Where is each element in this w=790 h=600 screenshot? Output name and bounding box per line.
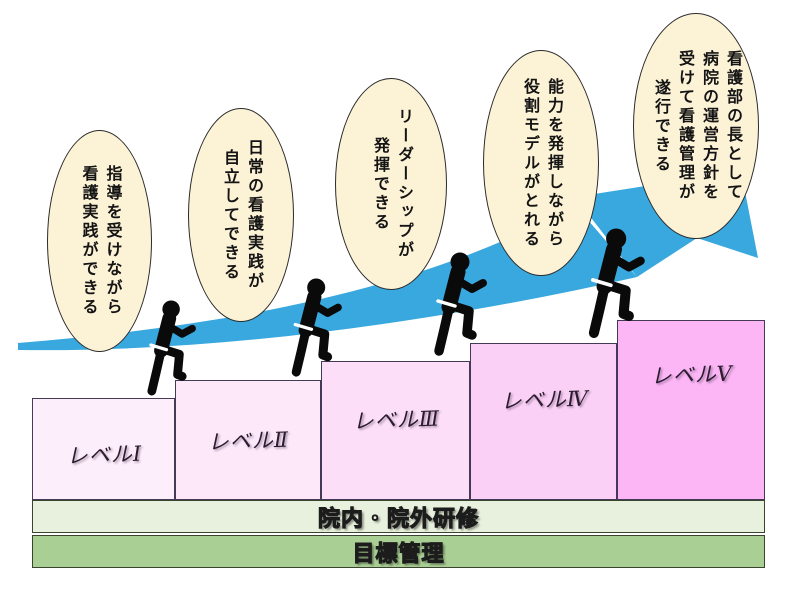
climbing-person-icon [295,278,338,372]
goal-management-bar: 目標管理 [32,535,765,568]
level-5-bubble: 看護部の長として 病院の運営方針を 受けて看護管理が 遂行できる [633,13,759,239]
climbing-person-icon [593,229,641,333]
step-level-3: レベルⅢ [321,361,470,500]
step-level-1: レベルⅠ [32,398,175,500]
step-level-5: レベルⅤ [617,320,765,500]
climbing-person-icon [151,300,192,391]
level-3-description: リーダーシップが 発揮できる [371,108,412,260]
level-4-bubble: 能力を発揮しながら 役割モデルがとれる [483,50,599,276]
step-level-3-label: レベルⅢ [352,406,441,434]
climbing-person-icon [438,253,483,352]
level-4-description: 能力を発揮しながら 役割モデルがとれる [521,77,562,249]
training-bar-label: 院内・院外研修 [317,505,479,531]
goal-management-bar-label: 目標管理 [352,540,445,566]
step-level-4: レベルⅣ [470,343,617,500]
step-level-5-label: レベルⅤ [650,361,734,389]
level-2-description: 日常の看護実践が 自立してできる [221,139,262,291]
step-level-1-label: レベルⅠ [66,441,143,469]
step-level-2: レベルⅡ [175,380,321,500]
level-3-bubble: リーダーシップが 発揮できる [335,78,447,290]
step-level-2-label: レベルⅡ [207,427,290,455]
training-bar: 院内・院外研修 [32,500,765,533]
step-level-4-label: レベルⅣ [499,386,589,414]
level-2-bubble: 日常の看護実践が 自立してできる [188,108,294,322]
level-1-bubble: 指導を受けながら 看護実践ができる [47,130,152,352]
level-1-description: 指導を受けながら 看護実践ができる [79,165,121,317]
level-5-description: 看護部の長として 病院の運営方針を 受けて看護管理が 遂行できる [652,50,741,202]
